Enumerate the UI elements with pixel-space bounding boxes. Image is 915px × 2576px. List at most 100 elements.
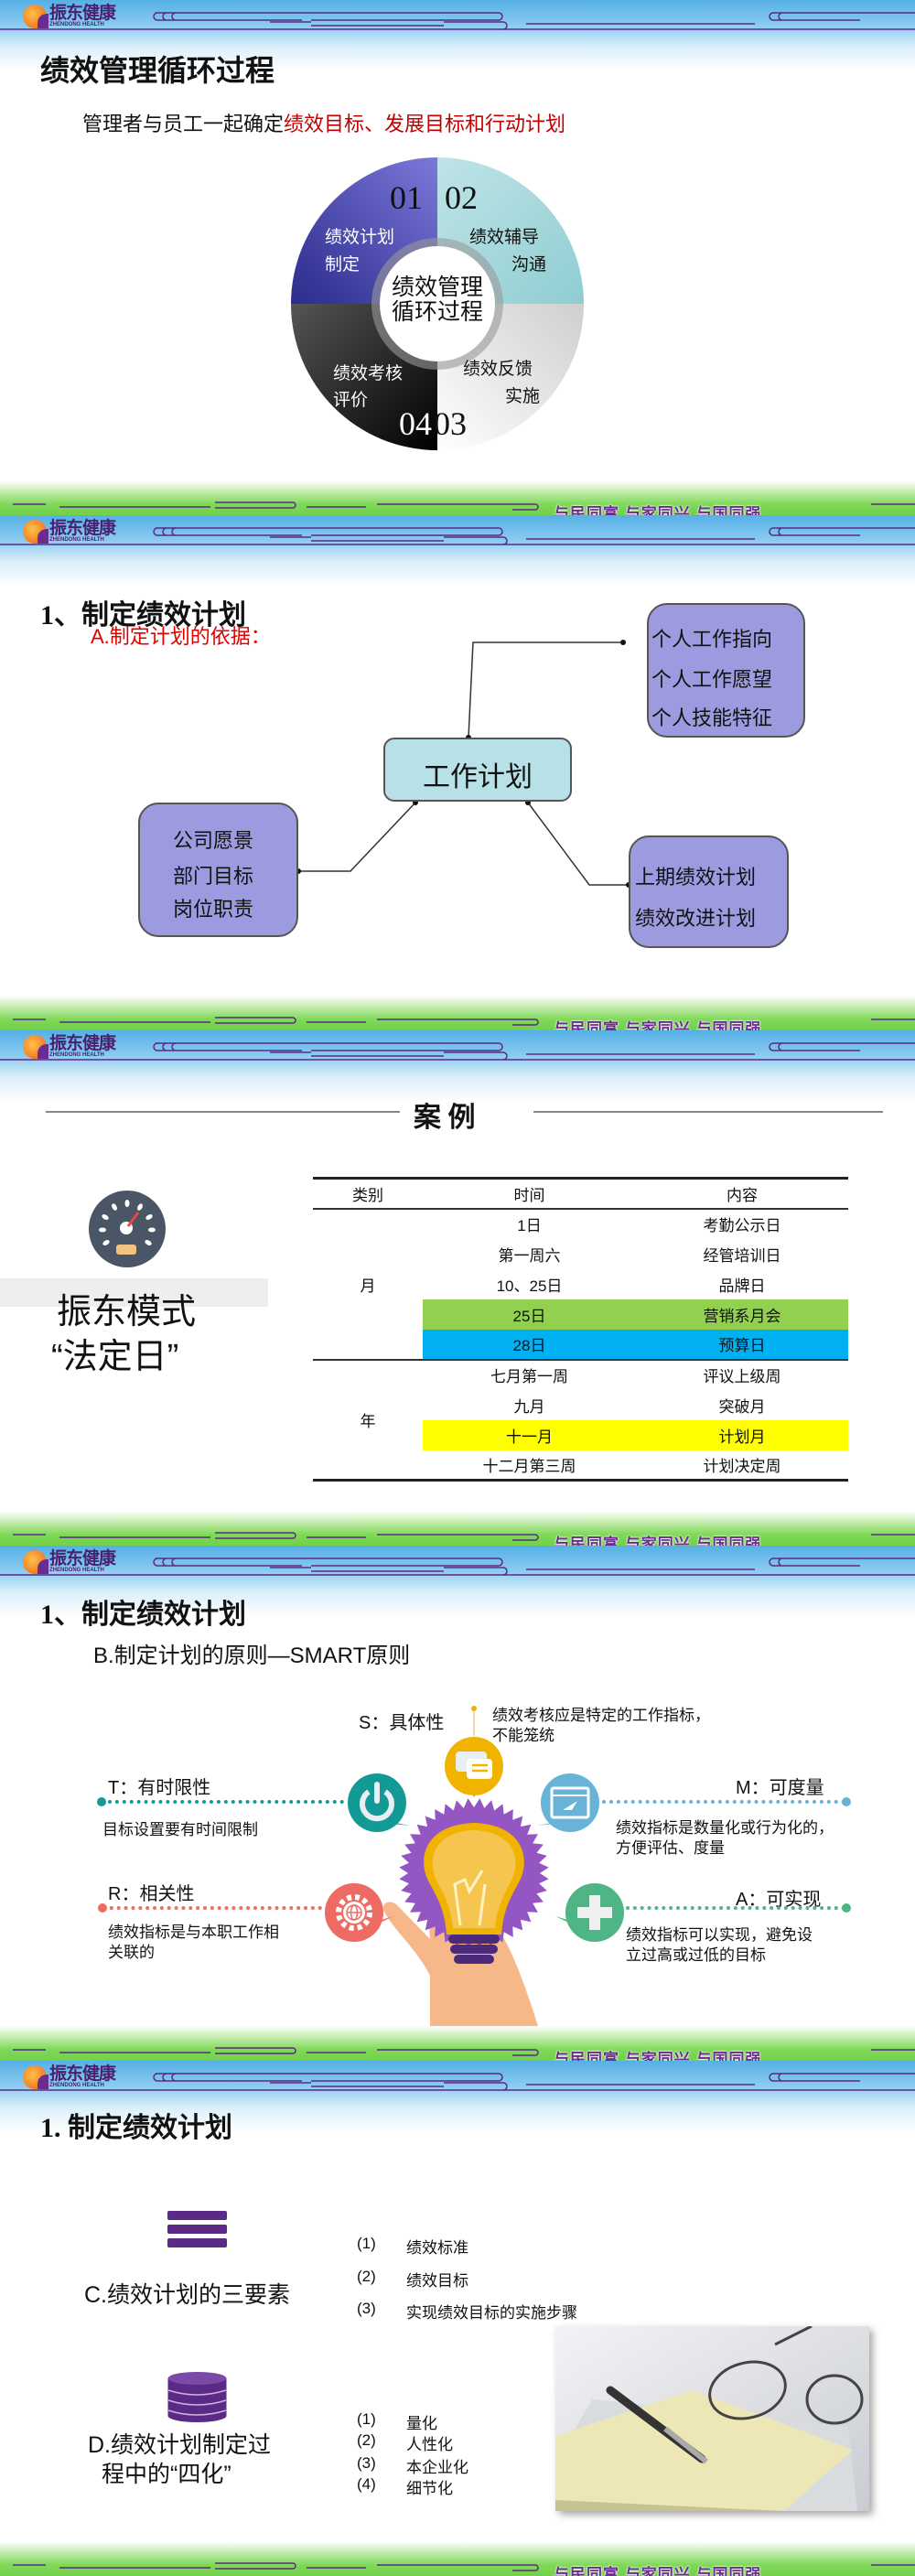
box-organization-factors: 公司愿景 部门目标 岗位职责 (138, 803, 298, 937)
list-item: 实现绩效目标的实施步骤 (406, 2304, 577, 2322)
slide-title: 1. 制定绩效计划 (40, 2113, 232, 2143)
principle-s-desc: 绩效考核应是特定的工作指标，不能笼统 (492, 1706, 710, 1746)
section-subtitle: B.制定计划的原则—SMART原则 (93, 1644, 411, 1668)
cycle-diagram (291, 157, 584, 450)
logo-name: 振东健康 (49, 3, 116, 23)
list-item: 细节化 (406, 2480, 453, 2497)
principle-m-label: M：可度量 (736, 1778, 824, 1798)
slide-title: 绩效管理循环过程 (40, 54, 275, 87)
gear-globe-icon (325, 1883, 393, 1942)
footer-ornament (13, 2562, 915, 2571)
logo-mark-icon (23, 2065, 48, 2089)
footer-slogan: 与民同富 与家同兴 与国同强 (554, 2051, 762, 2061)
database-icon (167, 2372, 227, 2422)
header-ornament (0, 1557, 915, 1576)
footer-slogan: 与民同富 与家同兴 与国同强 (554, 1536, 762, 1546)
list-item: 绩效标准 (406, 2239, 468, 2257)
desc-line: 不能笼统 (492, 1727, 554, 1744)
table-row: 十一月计划月 (313, 1419, 848, 1450)
principle-t-line (101, 1800, 344, 1804)
time-cell: 1日 (517, 1217, 542, 1234)
slide-footer: 与民同富 与家同兴 与国同强 (0, 1511, 915, 1546)
column-header: 时间 (423, 1177, 636, 1210)
plus-icon (555, 1883, 624, 1942)
quadrant-label: 沟通 (511, 255, 547, 275)
logo-name-en: ZHENDONG HEALTH (49, 536, 104, 543)
box-personal-factors: 个人工作指向 个人工作愿望 个人技能特征 (647, 603, 805, 738)
list-number: (2) (357, 2268, 376, 2285)
d-label-line: 程中的“四化” (102, 2462, 231, 2487)
footer-slogan: 与民同富 与家同兴 与国同强 (554, 1020, 762, 1030)
principle-a-desc: 绩效指标可以实现，避免设立过高或过低的目标 (626, 1925, 813, 1966)
slide-subtitle: 管理者与员工一起确定绩效目标、发展目标和行动计划 (82, 108, 565, 137)
principle-r-label: R：相关性 (108, 1884, 195, 1904)
notepad-photo (555, 2326, 869, 2511)
principle-t-dot (97, 1797, 106, 1806)
quadrant-label: 制定 (325, 255, 361, 275)
principle-m-line (602, 1800, 845, 1804)
caption-band (0, 1278, 268, 1307)
principle-m-dot (842, 1797, 851, 1806)
logo-mark-icon (23, 1550, 48, 1574)
logo-name-en: ZHENDONG HEALTH (49, 2082, 104, 2088)
list-number: (3) (357, 2300, 376, 2317)
slide-footer: 与民同富 与家同兴 与国同强 (0, 996, 915, 1030)
header-ornament (0, 2073, 915, 2091)
slide-title: 1、制定绩效计划 (40, 1600, 246, 1630)
desc-line: 绩效指标可以实现，避免设 (626, 1926, 813, 1944)
quadrant-number: 01 (390, 179, 423, 216)
table-row: 第一周六 经管培训日 (313, 1239, 848, 1269)
desc-line: 绩效指标是与本职工作相 (108, 1924, 279, 1941)
table-row: 九月突破月 (313, 1390, 848, 1420)
logo-name-en: ZHENDONG HEALTH (49, 1567, 104, 1573)
list-item: 量化 (406, 2415, 437, 2432)
quadrant-number: 03 (434, 405, 467, 442)
time-cell: 七月第一周 (490, 1368, 568, 1385)
mode-caption: 振东模式 (57, 1293, 197, 1331)
center-line: 绩效管理 (391, 275, 483, 300)
d-label: D.绩效计划制定过 程中的“四化” (88, 2430, 271, 2489)
time-cell: 25日 (423, 1299, 636, 1330)
quadrant-label: 实施 (505, 387, 541, 406)
quadrant-number: 04 (399, 405, 432, 442)
principle-r-desc: 绩效指标是与本职工作相关联的 (108, 1923, 279, 1963)
principle-a-line (626, 1906, 845, 1910)
desc-line: 立过高或过低的目标 (626, 1946, 766, 1964)
content-cell: 考勤公示日 (703, 1217, 781, 1234)
time-cell: 第一周六 (498, 1246, 561, 1265)
title-rule-right (533, 1111, 883, 1113)
logo-name-en: ZHENDONG HEALTH (49, 1051, 104, 1058)
principle-r-line (102, 1906, 322, 1910)
subtitle-highlight: 绩效目标、发展目标和行动计划 (284, 113, 566, 135)
list-number: (1) (357, 2235, 376, 2252)
column-header: 类别 (313, 1177, 423, 1210)
box-line: 部门目标 (173, 865, 254, 888)
time-cell: 10、25日 (496, 1277, 563, 1295)
bulb-base (448, 1935, 500, 1964)
time-cell: 28日 (423, 1329, 636, 1361)
content-cell: 经管培训日 (703, 1246, 781, 1265)
footer-ornament (13, 1532, 915, 1541)
slide-title: 案 例 (414, 1103, 476, 1133)
list-item: 绩效目标 (406, 2272, 468, 2290)
hand (382, 1902, 549, 2061)
slide-footer: 与民同富 与家同兴 与国同强 (0, 480, 915, 515)
section-subtitle: A.制定计划的依据： (91, 625, 271, 648)
center-line: 循环过程 (391, 299, 483, 325)
d-label-line: D.绩效计划制定过 (88, 2432, 272, 2458)
category-cell: 月 (313, 1208, 423, 1361)
table-row: 25日营销系月会 (313, 1299, 848, 1330)
logo-mark-icon (23, 1035, 48, 1059)
quadrant-label: 绩效辅导 (469, 228, 540, 247)
desc-line: 方便评估、度量 (616, 1839, 725, 1857)
center-circle (380, 246, 495, 361)
